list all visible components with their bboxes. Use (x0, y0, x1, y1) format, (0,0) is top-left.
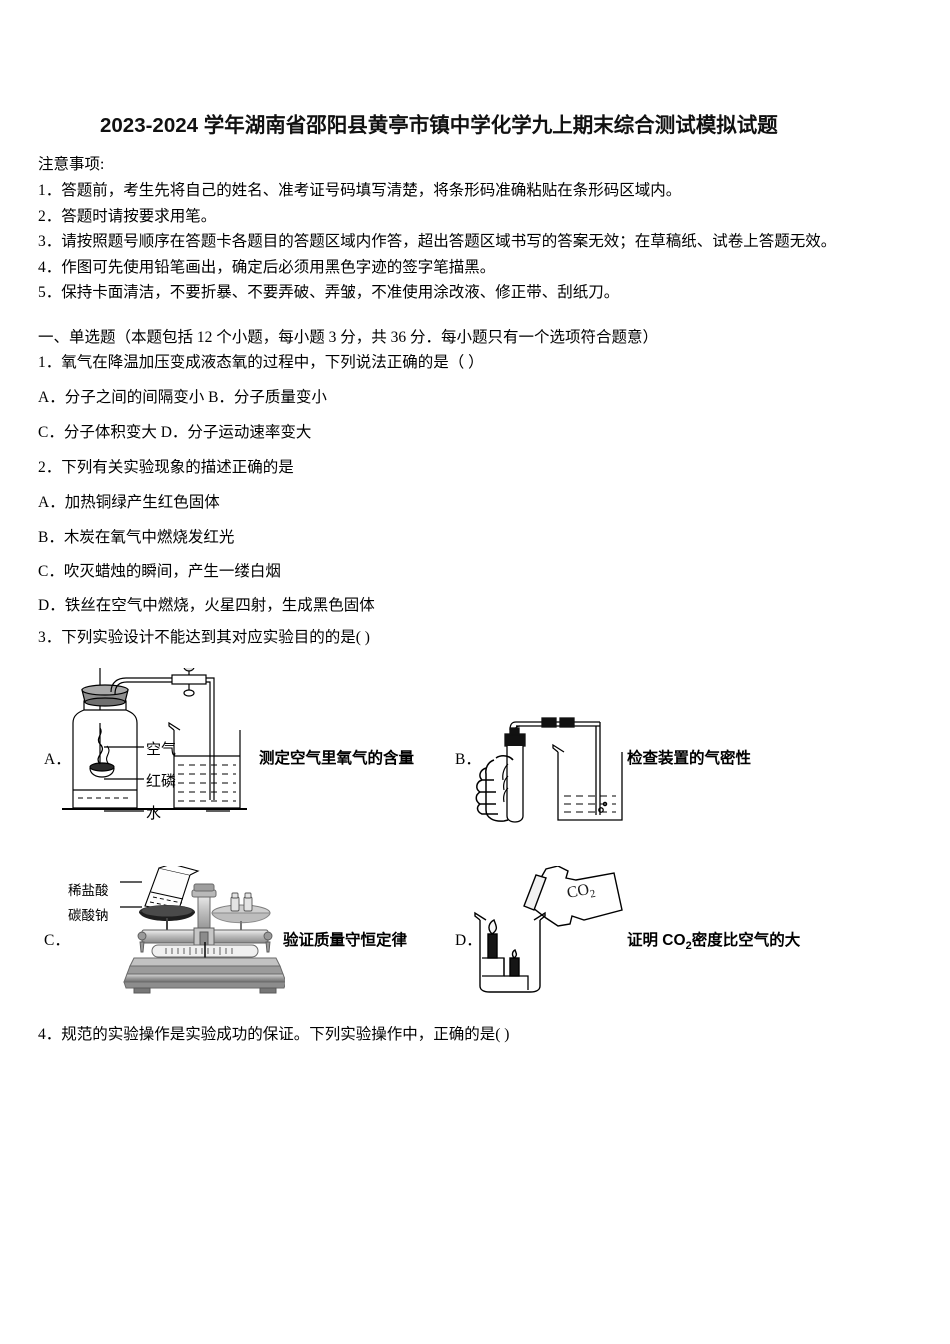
figure-d-caption-post: 密度比空气的大 (691, 932, 801, 949)
question-2-option-b: B．木炭在氧气中燃烧发红光 (38, 529, 235, 546)
figure-d-caption-pre: 证明 CO (627, 932, 686, 949)
question-2-option-c: C．吹灭蜡烛的瞬间，产生一缕白烟 (38, 563, 281, 580)
notice-heading: 注意事项: (38, 156, 105, 173)
question-4-stem: 4．规范的实验操作是实验成功的保证。下列实验操作中，正确的是( ) (38, 1026, 510, 1043)
figure-c-label-sodium-carbonate: 碳酸钠 (68, 908, 109, 923)
page-title: 2023-2024 学年湖南省邵阳县黄亭市镇中学化学九上期末综合测试模拟试题 (100, 114, 778, 137)
figure-d-caption: 证明 CO2密度比空气的大 (627, 928, 800, 952)
question-3-option-a-letter: A． (44, 751, 71, 768)
notice-block: 注意事项: 1．答题前，考生先将自己的姓名、准考证号码填写清楚，将条形码准确粘贴… (38, 152, 928, 306)
question-2-stem: 2．下列有关实验现象的描述正确的是 (38, 459, 294, 476)
figure-a-label-air: 空气 (146, 742, 177, 758)
question-3-option-c-letter: C． (44, 932, 70, 949)
figure-a-label-red-phosphorus: 红磷 (146, 774, 177, 790)
question-2-option-a: A．加热铜绿产生红色固体 (38, 494, 220, 511)
section-heading: 一、单选题（本题包括 12 个小题，每小题 3 分，共 36 分．每小题只有一个… (38, 329, 659, 346)
figure-a-label-water: 水 (146, 806, 162, 822)
notice-item: 3．请按照题号顺序在答题卡各题目的答题区域内作答，超出答题区域书写的答案无效；在… (38, 233, 837, 250)
figure-c-balance-apparatus (118, 863, 287, 994)
figure-c-label-dilute-acid: 稀盐酸 (68, 883, 109, 898)
notice-item: 2．答题时请按要求用笔。 (38, 207, 217, 225)
figure-a-leader-lines (100, 735, 260, 825)
figure-d-co2-density-apparatus: CO2 (472, 865, 632, 998)
notice-item: 4．作图可先使用铅笔画出，确定后必须用黑色字迹的签字笔描黑。 (38, 258, 496, 276)
question-1-option-ab: A．分子之间的间隔变小 B．分子质量变小 (38, 389, 327, 406)
question-2-option-d: D．铁丝在空气中燃烧，火星四射，生成黑色固体 (38, 597, 375, 614)
question-3-option-b-letter: B． (455, 751, 481, 768)
figure-a-oxygen-content-apparatus (62, 662, 247, 840)
figure-a-caption: 测定空气里氧气的含量 (259, 750, 415, 767)
question-3-stem: 3．下列实验设计不能达到其对应实验目的的是( ) (38, 629, 370, 646)
question-3-option-d-letter: D． (455, 932, 482, 949)
question-1-option-cd: C．分子体积变大 D．分子运动速率变大 (38, 424, 312, 441)
notice-item: 1．答题前，考生先将自己的姓名、准考证号码填写清楚，将条形码准确粘贴在条形码区域… (38, 182, 682, 199)
figure-b-caption: 检查装置的气密性 (627, 750, 752, 767)
figure-d-caption-subscript: 2 (685, 940, 692, 953)
figure-c-caption: 验证质量守恒定律 (283, 932, 408, 949)
notice-item: 5．保持卡面清洁，不要折暴、不要弄破、弄皱，不准使用涂改液、修正带、刮纸刀。 (38, 284, 620, 301)
question-1-stem: 1．氧气在降温加压变成液态氧的过程中，下列说法正确的是（ ） (38, 354, 484, 371)
svg-text:CO2: CO2 (566, 880, 597, 905)
figure-b-airtightness-apparatus (472, 690, 632, 830)
